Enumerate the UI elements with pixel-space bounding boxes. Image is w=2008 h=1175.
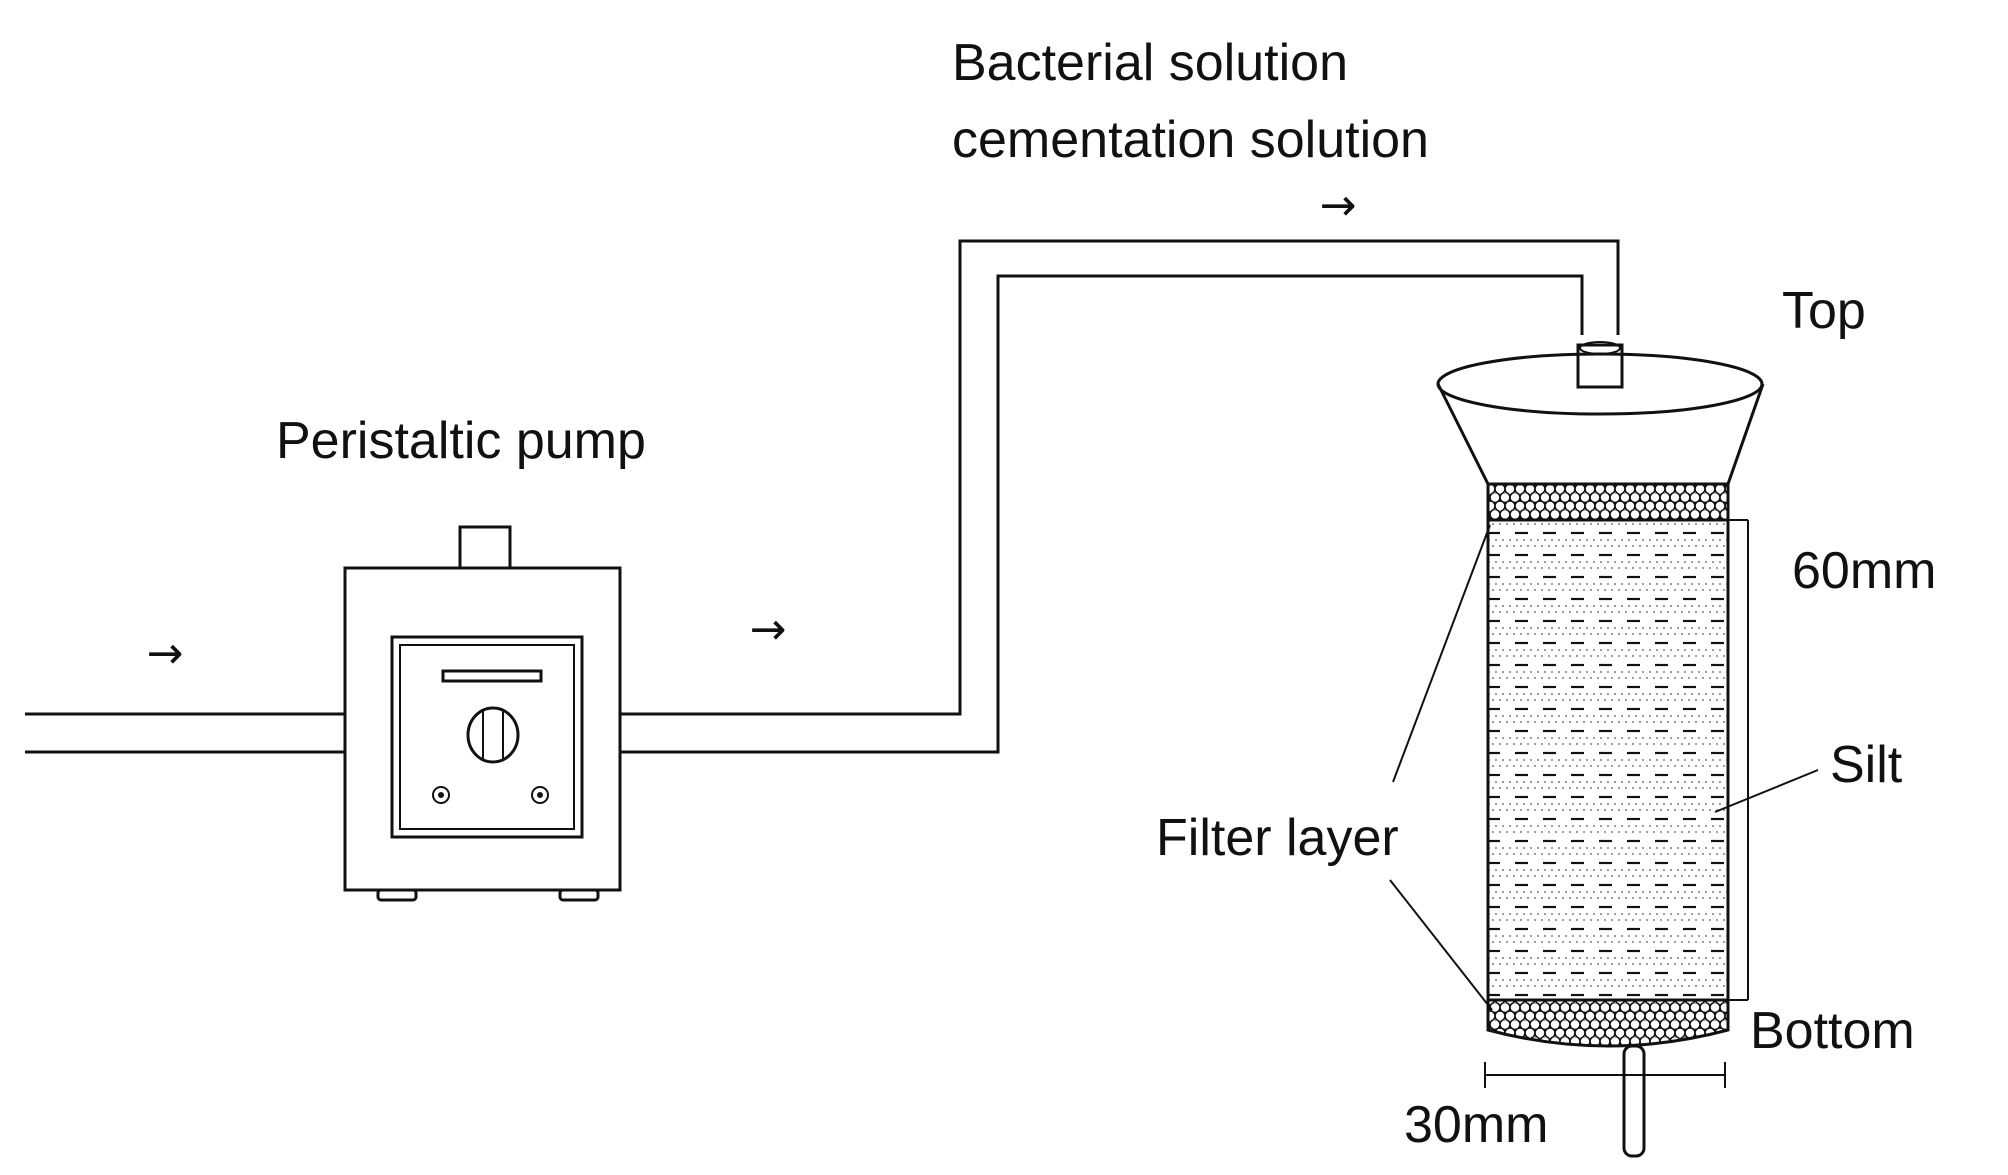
soil-column-icon <box>1436 341 1765 1158</box>
delivery-tube <box>620 239 1620 754</box>
top-label: Top <box>1782 282 1866 340</box>
width-dimension <box>1484 1062 1726 1088</box>
top-flow-arrow-icon: → <box>1320 180 1357 231</box>
bottom-label: Bottom <box>1750 1002 1915 1060</box>
solution-label-line1: Bacterial solution <box>952 34 1348 92</box>
top-filter-layer <box>1486 482 1730 522</box>
width-label: 30mm <box>1404 1096 1548 1154</box>
silt-leader <box>1714 769 1819 813</box>
bottom-filter-layer <box>1486 998 1730 1048</box>
inlet-tube <box>25 712 345 754</box>
height-dimension <box>1728 519 1749 1001</box>
pump-label: Peristaltic pump <box>276 412 646 470</box>
pump-screw-left-icon <box>432 786 450 804</box>
pump-knob-icon <box>466 706 520 764</box>
filter-layer-label: Filter layer <box>1156 809 1399 867</box>
peristaltic-pump-icon <box>343 525 622 902</box>
pump-screw-right-icon <box>531 786 549 804</box>
solution-label-line2: cementation solution <box>952 111 1429 169</box>
filter-leader-top <box>1392 524 1491 783</box>
inlet-flow-arrow-icon: → <box>147 628 184 679</box>
filter-leader-bottom <box>1389 879 1493 1011</box>
height-label: 60mm <box>1792 542 1936 600</box>
silt-layer <box>1486 518 1730 1002</box>
silt-label: Silt <box>1830 736 1903 794</box>
outlet-flow-arrow-icon: → <box>750 604 787 655</box>
